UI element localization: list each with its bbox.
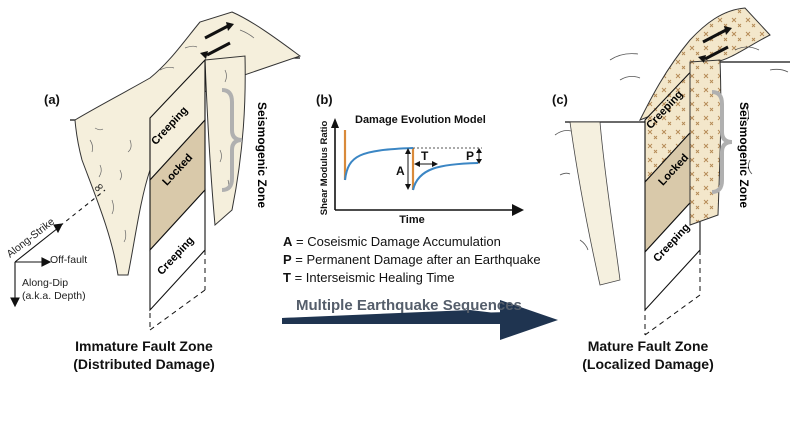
- off-fault-label: Off-fault: [50, 254, 88, 266]
- immature-caption-line2: (Distributed Damage): [73, 356, 215, 372]
- mark-T: T: [421, 149, 429, 163]
- transition-arrow-label: Multiple Earthquake Sequences: [296, 297, 522, 314]
- mature-caption-line1: Mature Fault Zone: [587, 338, 709, 354]
- panel-label-c: (c): [552, 92, 568, 107]
- panel-label-b: (b): [316, 92, 333, 107]
- legend-item-A: A = Coseismic Damage Accumulation: [283, 234, 501, 249]
- mark-A: A: [396, 164, 405, 178]
- legend-item-T: T = Interseismic Healing Time: [283, 270, 455, 285]
- mature-fault-block: [554, 7, 790, 336]
- model-y-axis-label: Shear Modulus Ratio: [319, 121, 330, 216]
- transition-arrow: [282, 300, 558, 340]
- depth-note-label: (a.k.a. Depth): [22, 290, 86, 302]
- left-seismogenic-label: Seismogenic Zone: [255, 102, 269, 208]
- legend-item-P: P = Permanent Damage after an Earthquake: [283, 252, 541, 267]
- axes-key: [10, 189, 106, 308]
- immature-fault-block: [70, 11, 302, 331]
- along-dip-label: Along-Dip: [22, 277, 69, 289]
- immature-caption-line1: Immature Fault Zone: [75, 338, 213, 354]
- model-title: Damage Evolution Model: [355, 114, 486, 126]
- mature-caption-line2: (Localized Damage): [582, 356, 714, 372]
- mark-P: P: [466, 149, 474, 163]
- panel-label-a: (a): [44, 92, 60, 107]
- model-x-axis-label: Time: [399, 214, 424, 226]
- damage-evolution-plot: [331, 118, 524, 216]
- right-seismogenic-label: Seismogenic Zone: [737, 102, 751, 208]
